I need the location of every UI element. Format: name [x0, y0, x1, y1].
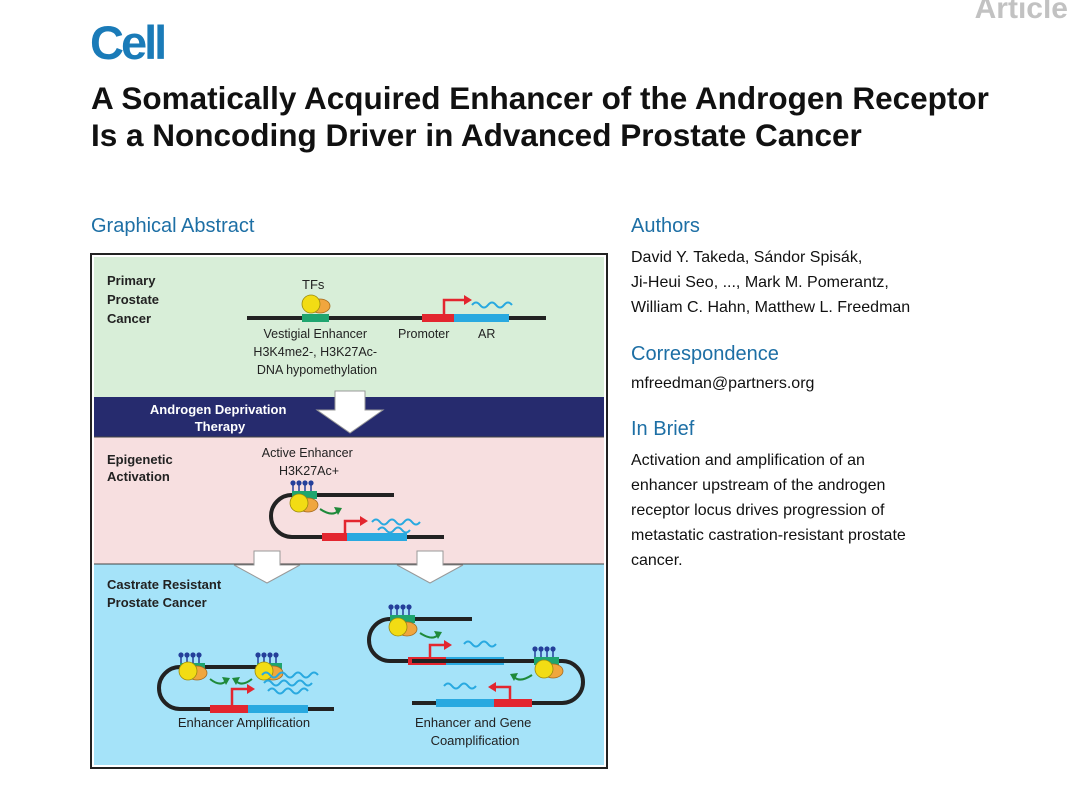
h3k27ac-label: H3K27Ac+: [279, 464, 339, 478]
vestigial-enhancer-label: Vestigial Enhancer: [263, 327, 367, 341]
ar-gene-region: [454, 314, 509, 322]
dna-hypomethylation-label: DNA hypomethylation: [257, 363, 377, 377]
in-brief-line: enhancer upstream of the androgen: [631, 477, 886, 494]
promoter-region: [422, 314, 454, 322]
in-brief-summary: Activation and amplification of an enhan…: [631, 448, 1051, 573]
in-brief-line: Activation and amplification of an: [631, 452, 865, 469]
correspondence-email[interactable]: mfreedman@partners.org: [631, 375, 815, 392]
epigenetic-label-line2: Activation: [107, 469, 170, 484]
coamplification-dna-loop-bottom: [412, 659, 585, 705]
down-arrow-icon: [315, 390, 385, 434]
svg-text:Active Enhancer H3K27Ac+: Active Enhancer H3K27Ac+: [262, 446, 357, 478]
amplification-dna-loop: [157, 665, 334, 711]
in-brief-line: receptor locus drives progression of: [631, 502, 885, 519]
correspondence-heading: Correspondence: [631, 343, 779, 365]
primary-label-line1: Primary: [107, 273, 156, 288]
svg-text:Androgen Deprivation Thera: Androgen Deprivation Therapy: [150, 402, 290, 434]
authors-heading: Authors: [631, 215, 700, 237]
enhancer-amplification-caption: Enhancer Amplification: [178, 715, 310, 730]
resistant-label-line1: Castrate Resistant: [107, 577, 222, 592]
article-title: A Somatically Acquired Enhancer of the A…: [91, 80, 989, 153]
authors-line: David Y. Takeda, Sándor Spisák,: [631, 249, 863, 266]
in-brief-line: cancer.: [631, 552, 683, 569]
in-brief-line: metastatic castration-resistant prostate: [631, 527, 906, 544]
authors-line: William C. Hahn, Matthew L. Freedman: [631, 299, 911, 316]
graphical-abstract-heading: Graphical Abstract: [91, 215, 255, 237]
authors-list: David Y. Takeda, Sándor Spisák, Ji-Heui …: [631, 245, 1051, 320]
tfs-label: TFs: [302, 277, 325, 292]
journal-logo: Cell: [90, 16, 167, 69]
down-arrow-left-icon: [233, 550, 301, 584]
svg-text:Vestigial Enhancer H3K4me2: Vestigial Enhancer H3K4me2-, H3K27Ac- DN…: [253, 327, 380, 377]
article-type-label: Article: [974, 0, 1068, 25]
svg-text:Enhancer and Gene Coamplif: Enhancer and Gene Coamplification: [415, 715, 535, 748]
coamplification-caption-line1: Enhancer and Gene: [415, 715, 531, 730]
epigenetic-panel: [94, 437, 604, 564]
therapy-label-line1: Androgen Deprivation: [150, 402, 287, 417]
transcript-wave-icon: [371, 518, 421, 526]
therapy-label-line2: Therapy: [195, 419, 246, 434]
active-enhancer-label: Active Enhancer: [262, 446, 353, 460]
transcript-wave-icon: [471, 301, 513, 309]
coamplification-dna-loop-top: [367, 617, 562, 663]
resistant-panel: [94, 564, 604, 765]
vestigial-enhancer: [302, 314, 329, 322]
svg-text:Epigenetic Activation: Epigenetic Activation: [107, 452, 176, 484]
primary-panel: [94, 257, 604, 397]
graphical-abstract-figure: Primary Prostate Cancer TFs Vestigial En…: [90, 253, 608, 769]
promoter-label: Promoter: [398, 327, 449, 341]
resistant-label-line2: Prostate Cancer: [107, 595, 207, 610]
tss-arrow-icon: [442, 298, 464, 314]
in-brief-heading: In Brief: [631, 418, 695, 440]
coamplification-caption-line2: Coamplification: [431, 733, 520, 748]
h3k4me2-label: H3K4me2-, H3K27Ac-: [253, 345, 377, 359]
authors-line: Ji-Heui Seo, ..., Mark M. Pomerantz,: [631, 274, 889, 291]
epigenetic-label-line1: Epigenetic: [107, 452, 173, 467]
svg-text:Primary Prostate Cance: Primary Prostate Cancer: [107, 273, 163, 326]
down-arrow-right-icon: [396, 550, 464, 584]
primary-label-line3: Cancer: [107, 311, 151, 326]
ar-label: AR: [478, 327, 495, 341]
epigenetic-dna-loop: [269, 493, 444, 539]
primary-label-line2: Prostate: [107, 292, 159, 307]
svg-text:Castrate Resistant Prostat: Castrate Resistant Prostate Cancer: [107, 577, 225, 610]
